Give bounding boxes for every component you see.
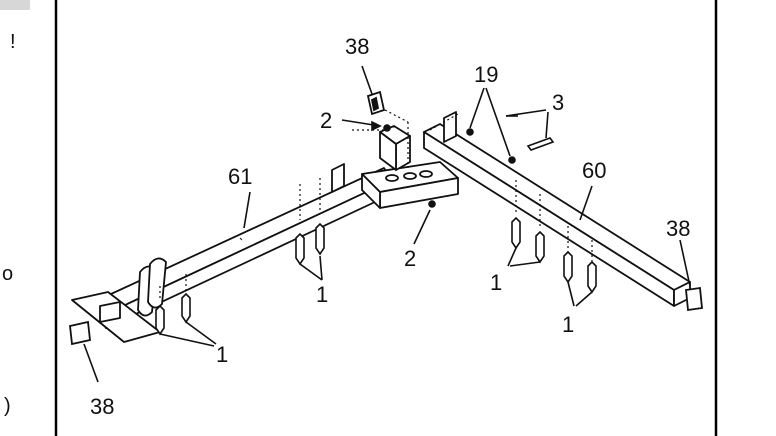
left-edge-fragment-3: ) — [4, 395, 11, 417]
scan-corner-texture — [0, 0, 30, 10]
center-bracket — [361, 161, 459, 209]
callout-pin-right: 3 — [552, 90, 564, 115]
callout-rail-right: 60 — [582, 158, 606, 183]
callout-rail-left: 61 — [228, 164, 252, 189]
end-caps-38 — [69, 90, 703, 346]
leader-lines — [83, 65, 691, 383]
callout-screw-left-front: 1 — [216, 342, 228, 367]
callout-pins: 19 — [474, 62, 498, 87]
left-edge-fragment-1: ! — [10, 31, 16, 53]
callout-cap-right: 38 — [666, 216, 690, 241]
right-rail-60 — [423, 123, 691, 307]
left-rail-tab — [331, 163, 345, 193]
bolts-and-pins — [383, 115, 555, 208]
callout-bolt-center: 2 — [404, 246, 416, 271]
left-edge-fragment-2: o — [2, 263, 13, 285]
right-rail-tab — [443, 111, 457, 143]
callout-screw-left-mid: 1 — [316, 282, 328, 307]
assembly-dashed-lines — [159, 109, 593, 300]
left-foot-plate — [71, 291, 161, 343]
callout-screw-right-mid: 1 — [490, 270, 502, 295]
callout-screw-right-front: 1 — [562, 312, 574, 337]
screws-1 — [155, 216, 597, 336]
callout-cap-left: 38 — [90, 394, 114, 419]
callout-bolt-top: 2 — [320, 108, 332, 133]
callout-cap-top: 38 — [345, 34, 369, 59]
left-clip-bracket — [137, 257, 167, 317]
center-upright-post — [379, 125, 411, 171]
